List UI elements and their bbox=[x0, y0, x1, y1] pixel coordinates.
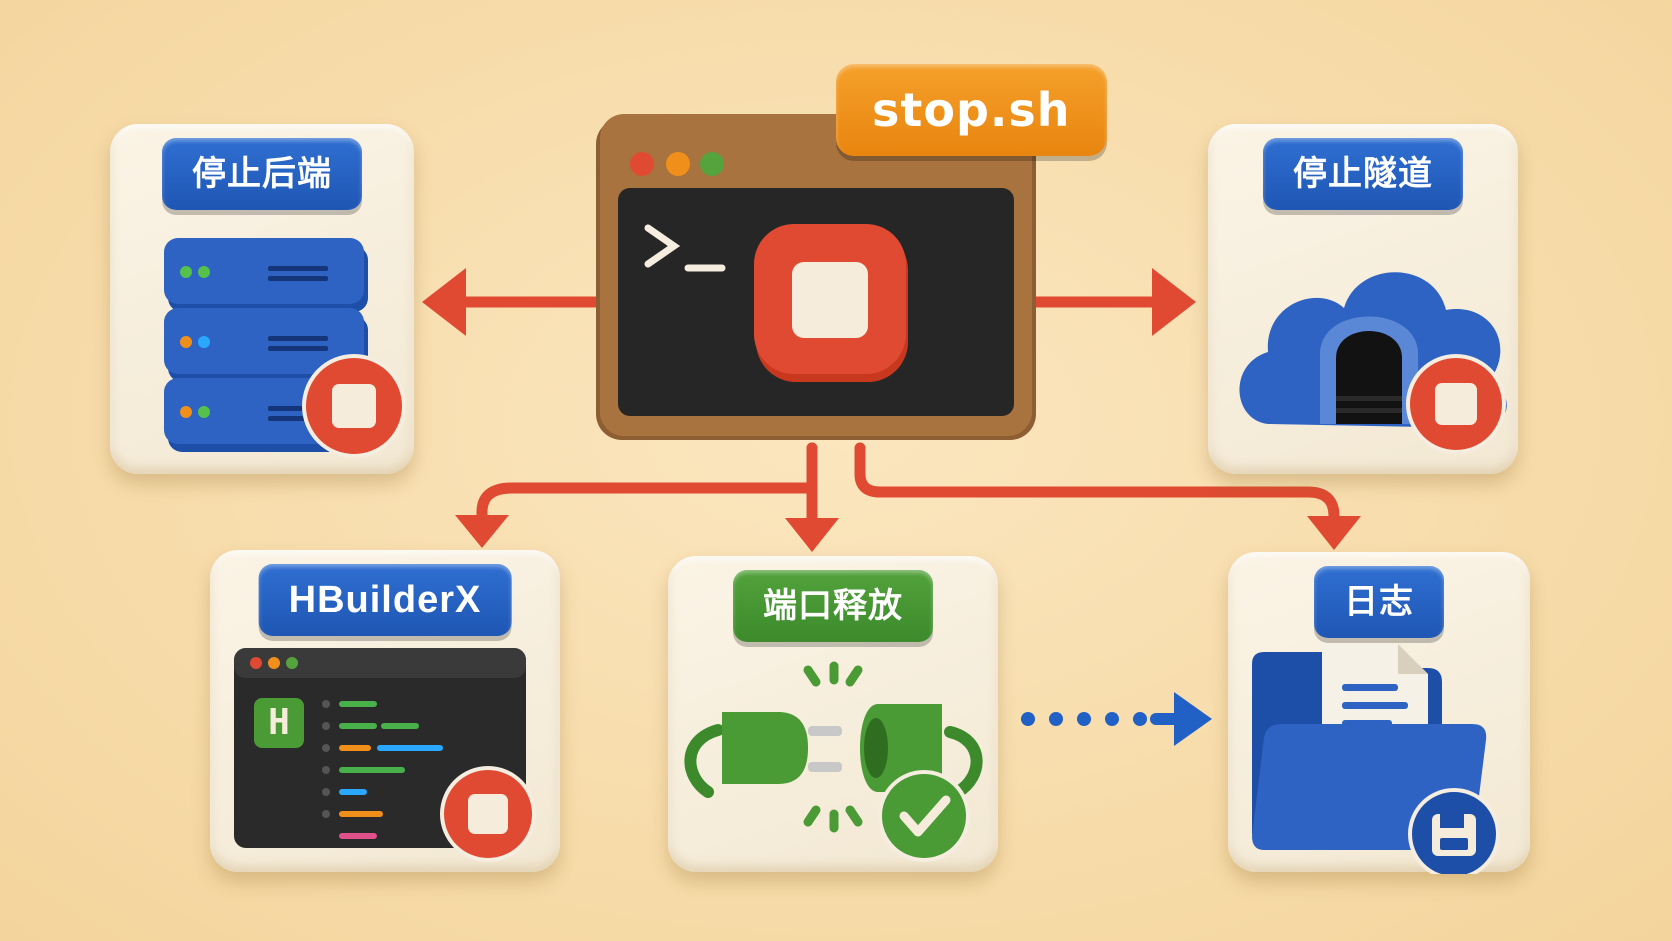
stop-badge-icon bbox=[440, 766, 536, 862]
arrow-to-hbuilderx bbox=[476, 442, 818, 526]
hbuilderx-node-card: HBuilderX H bbox=[210, 550, 560, 872]
check-badge-icon bbox=[878, 770, 970, 862]
arrow-port-to-log bbox=[1021, 692, 1212, 746]
arrow-head-tunnel bbox=[1152, 268, 1196, 336]
port-node-label: 端口释放 bbox=[733, 570, 933, 642]
stop-badge-icon bbox=[1406, 354, 1506, 454]
window-dot-green bbox=[700, 152, 724, 176]
unplugged-connector-icon bbox=[684, 661, 983, 862]
arrow-head-hbuilderx bbox=[455, 515, 509, 548]
code-editor-icon: H bbox=[234, 648, 536, 862]
terminal-prompt-icon bbox=[644, 224, 726, 272]
port-node-card: 端口释放 bbox=[668, 556, 998, 872]
log-node-label: 日志 bbox=[1314, 566, 1444, 638]
backend-node-label: 停止后端 bbox=[162, 138, 362, 210]
arrow-head-backend bbox=[422, 268, 466, 336]
window-dot-red bbox=[630, 152, 654, 176]
log-folder-icon bbox=[1252, 644, 1500, 874]
arrow-head-log bbox=[1307, 516, 1361, 550]
save-badge-icon bbox=[1408, 788, 1500, 874]
stop-icon bbox=[754, 224, 908, 382]
cloud-tunnel-icon bbox=[1239, 272, 1507, 454]
script-tab-label: stop.sh bbox=[836, 64, 1107, 156]
terminal-window-art bbox=[596, 114, 1036, 440]
arrow-head-port bbox=[785, 518, 839, 552]
tunnel-node-card: 停止隧道 bbox=[1208, 124, 1518, 474]
log-node-card: 日志 bbox=[1228, 552, 1530, 874]
server-stack-icon bbox=[164, 238, 406, 458]
hbuilderx-node-label: HBuilderX bbox=[258, 564, 512, 636]
backend-node-card: 停止后端 bbox=[110, 124, 414, 474]
tunnel-node-label: 停止隧道 bbox=[1263, 138, 1463, 210]
arrow-to-log bbox=[854, 442, 1340, 528]
window-dot-orange bbox=[666, 152, 690, 176]
stop-badge-icon bbox=[302, 354, 406, 458]
hbuilderx-logo-letter: H bbox=[268, 702, 290, 743]
stop-script-terminal[interactable] bbox=[596, 112, 1036, 446]
